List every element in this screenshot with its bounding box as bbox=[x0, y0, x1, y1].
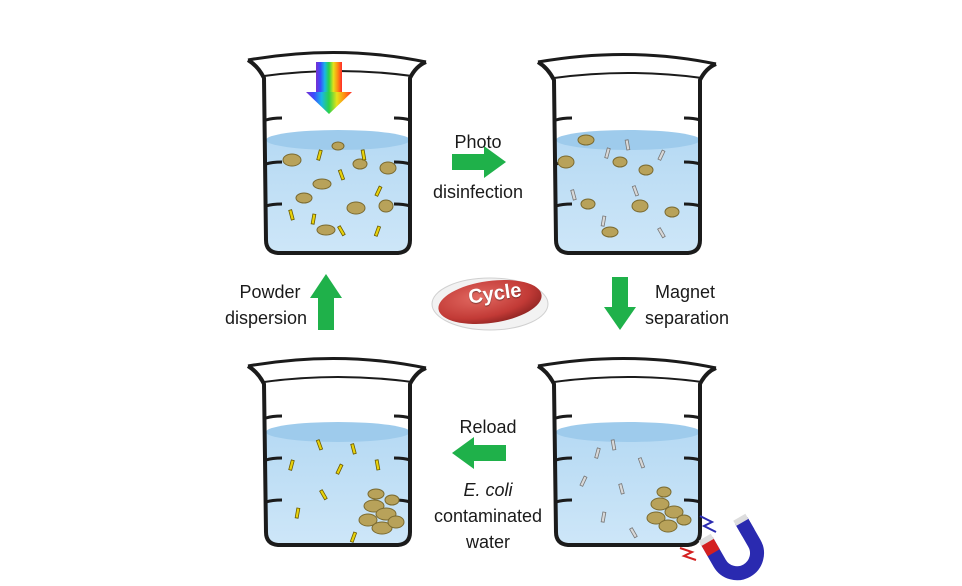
cycle-badge bbox=[431, 277, 549, 331]
magnet-icon bbox=[698, 513, 764, 581]
dispersion-label: dispersion bbox=[224, 308, 308, 328]
arrow-right-photo bbox=[452, 146, 506, 178]
beaker-top-left bbox=[246, 51, 427, 255]
rainbow-light-arrow-icon bbox=[306, 62, 352, 114]
photocatalyst-particles bbox=[282, 141, 397, 236]
magnet-label: Magnet bbox=[654, 282, 716, 302]
arrow-down-magnet bbox=[604, 277, 636, 330]
spark-icon bbox=[679, 515, 717, 561]
water-label: water bbox=[465, 532, 510, 552]
reload-label: Reload bbox=[459, 417, 517, 437]
beaker-top-right bbox=[536, 53, 717, 255]
disinfection-label: disinfection bbox=[432, 182, 524, 202]
photo-label: Photo bbox=[454, 132, 502, 152]
bacteria-rods bbox=[288, 149, 383, 237]
beaker-bottom-right bbox=[536, 357, 717, 547]
contaminated-label: contaminated bbox=[433, 506, 543, 526]
powder-label: Powder bbox=[239, 282, 301, 302]
arrow-up-powder bbox=[310, 274, 342, 330]
separation-label: separation bbox=[644, 308, 730, 328]
beaker-bottom-left bbox=[246, 357, 427, 547]
ecoli-label: E. coli bbox=[463, 480, 513, 500]
arrow-left-reload bbox=[452, 437, 506, 469]
